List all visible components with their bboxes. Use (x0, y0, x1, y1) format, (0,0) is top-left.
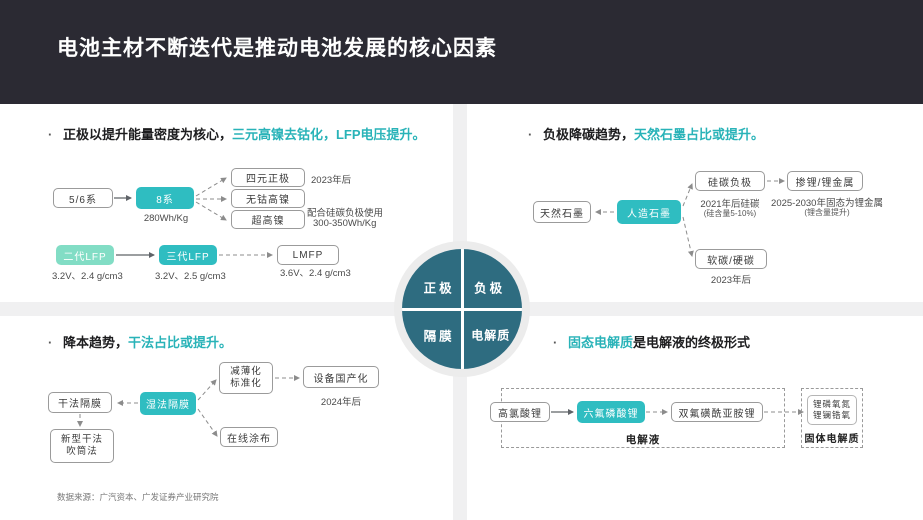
cathode-bullet-plain: 正极以提升能量密度为核心， (62, 127, 232, 142)
node-natural-graphite: 天然石墨 (533, 201, 591, 223)
node-li-doped-metal: 掺锂/锂金属 (787, 171, 863, 191)
note-lmfp-spec: 3.6V、2.4 g/cm3 (280, 268, 351, 279)
note-li-metal-2: (锂含量提升) (804, 208, 850, 217)
node-quaternary-cathode: 四元正极 (231, 168, 305, 187)
solid-electrolyte-label: 固体电解质 (804, 434, 860, 445)
liquid-electrolyte-label: 电解液 (625, 434, 661, 446)
note-soft-hard-year: 2023年后 (710, 275, 752, 286)
note-si-c-1: 2021年后硅碳 (700, 199, 760, 210)
separator-bullet-plain: 降本趋势， (62, 335, 128, 350)
node-cobalt-free-high-ni: 无钴高镍 (231, 189, 305, 208)
wheel-label-cathode: 正极 (423, 281, 455, 296)
node-8-series: 8系 (136, 187, 194, 209)
node-lipf6: 六氟磷酸锂 (577, 401, 645, 423)
node-thinner-line1: 减薄化 (230, 366, 262, 378)
node-thinner-line2: 标准化 (230, 378, 262, 389)
solid-electrolyte-group (801, 388, 863, 448)
node-new-dry-process: 新型干法 吹筒法 (50, 429, 114, 463)
note-li-metal-1: 2025-2030年固态为锂金属 (771, 198, 883, 209)
anode-bullet-accent: 天然石墨占比或提升。 (633, 127, 764, 142)
node-lmfp: LMFP (277, 245, 339, 265)
node-llzo: 锂镧锆氧 (812, 410, 851, 420)
header-bar: 电池主材不断迭代是推动电池发展的核心因素 (0, 0, 923, 104)
node-equipment-domestic: 设备国产化 (303, 366, 379, 388)
electrolyte-bullet-plain: 是电解液的终极形式 (632, 335, 750, 350)
separator-bullet: 降本趋势，干法占比或提升。 (48, 332, 232, 351)
node-artificial-graphite: 人造石墨 (617, 200, 681, 224)
node-dry-separator: 干法隔膜 (48, 392, 112, 413)
note-lfp-gen3-spec: 3.2V、2.5 g/cm3 (155, 271, 226, 282)
node-new-dry-line1: 新型干法 (60, 434, 103, 446)
separator-bullet-accent: 干法占比或提升。 (127, 335, 232, 350)
node-si-c-anode: 硅碳负极 (695, 171, 765, 191)
wheel-label-separator: 隔膜 (423, 329, 455, 344)
wheel-label-anode: 负极 (474, 281, 506, 296)
node-soft-hard-carbon: 软碳/硬碳 (695, 249, 767, 269)
wheel-horizontal-divider (402, 308, 522, 311)
note-quaternary-year: 2023年后 (311, 175, 352, 186)
note-domestic-year: 2024年后 (320, 397, 362, 408)
data-source: 数据来源：广汽资本、广发证券产业研究院 (57, 492, 219, 502)
note-ultra-high-ni-2: 300-350Wh/Kg (313, 218, 377, 229)
note-lfp-gen2-spec: 3.2V、2.4 g/cm3 (52, 271, 123, 282)
note-si-c-2: (硅含量5-10%) (703, 209, 757, 218)
node-online-coating: 在线涂布 (220, 427, 278, 447)
electrolyte-bullet: 固态电解质是电解液的终极形式 (553, 332, 750, 351)
anode-bullet-plain: 负极降碳趋势， (542, 127, 634, 142)
cathode-bullet: 正极以提升能量密度为核心，三元高镍去钴化，LFP电压提升。 (48, 124, 426, 143)
node-lfp-gen2: 二代LFP (56, 245, 114, 265)
node-liclo4: 高氯酸锂 (490, 402, 550, 422)
node-new-dry-line2: 吹筒法 (66, 446, 98, 457)
node-ultra-high-ni: 超高镍 (231, 210, 305, 229)
node-lipon: 锂磷氧氮 (812, 399, 851, 410)
wheel-label-electrolyte: 电解质 (471, 328, 511, 343)
note-ultra-high-ni-1: 配合硅碳负极使用 (307, 208, 384, 219)
node-5-6-series: 5/6系 (53, 188, 113, 208)
page-title: 电池主材不断迭代是推动电池发展的核心因素 (57, 37, 497, 60)
cathode-bullet-accent: 三元高镍去钴化，LFP电压提升。 (231, 127, 426, 142)
node-lipon-llzo: 锂磷氧氮 锂镧锆氧 (807, 395, 857, 425)
anode-bullet: 负极降碳趋势，天然石墨占比或提升。 (528, 124, 764, 143)
node-lifsi: 双氟磺酰亚胺锂 (671, 402, 763, 422)
battery-materials-wheel: 正极 负极 隔膜 电解质 (402, 249, 522, 369)
node-thinner-standard: 减薄化 标准化 (219, 362, 273, 394)
node-lfp-gen3: 三代LFP (159, 245, 217, 265)
electrolyte-bullet-accent: 固态电解质 (567, 335, 633, 350)
node-8-series-energy: 280Wh/Kg (143, 213, 189, 224)
node-wet-separator: 湿法隔膜 (140, 392, 196, 415)
